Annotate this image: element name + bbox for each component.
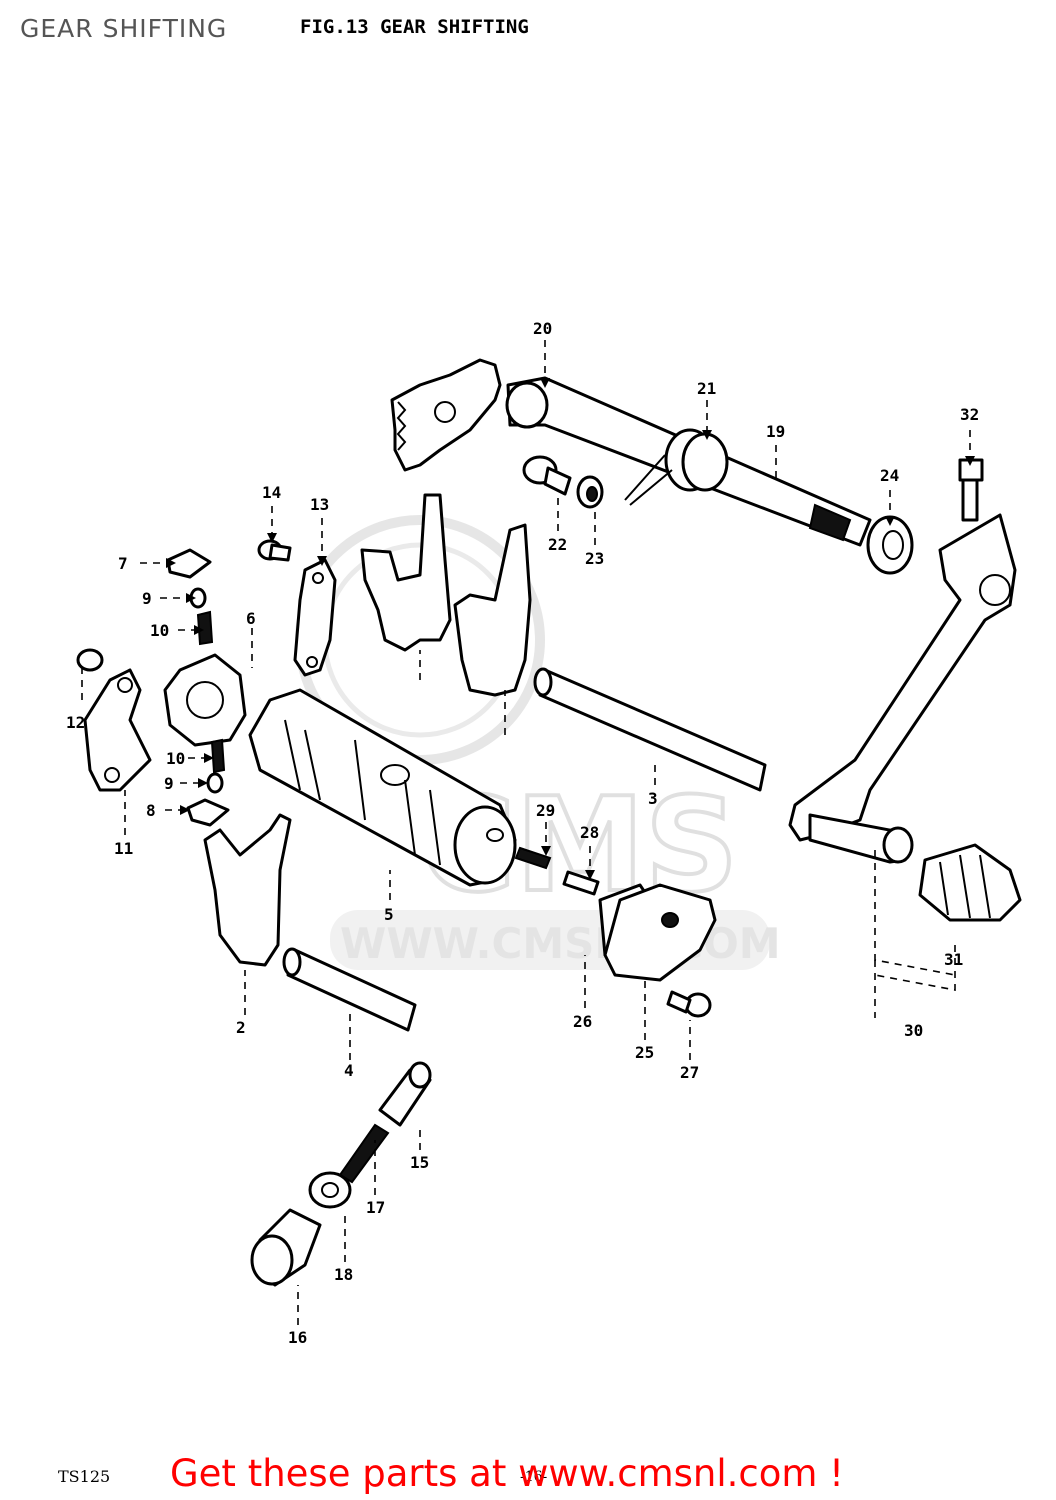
- callout-21: 21: [697, 379, 716, 398]
- callout-2: 2: [236, 1018, 246, 1037]
- callout-25: 25: [635, 1043, 654, 1062]
- callout-17: 17: [366, 1198, 385, 1217]
- part-20-shift-arm: [390, 358, 502, 472]
- callout-20: 20: [533, 319, 552, 338]
- part-7-pawl: [166, 548, 212, 579]
- figure-title: FIG.13 GEAR SHIFTING: [300, 16, 529, 38]
- part-10-spring-bottom: [210, 738, 226, 774]
- callout-22: 22: [548, 535, 567, 554]
- part-8-pawl: [186, 798, 230, 827]
- part-32-bolt: [958, 458, 984, 522]
- callout-28: 28: [580, 823, 599, 842]
- callout-26: 26: [573, 1012, 592, 1031]
- part-9-pin-bottom: [206, 772, 224, 794]
- callout-23: 23: [585, 549, 604, 568]
- part-4-fork-shaft: [282, 947, 417, 1032]
- part-12-bolt: [76, 648, 104, 672]
- callout-18: 18: [334, 1265, 353, 1284]
- part-13-cam-stopper-plate: [293, 558, 337, 677]
- callout-13: 13: [310, 495, 329, 514]
- callout-32: 32: [960, 405, 979, 424]
- part-shift-fork-1: [360, 493, 452, 652]
- callout-4: 4: [344, 1061, 354, 1080]
- part-29-pin: [514, 846, 552, 870]
- part-6-cam-gear: [163, 653, 247, 747]
- callout-27: 27: [680, 1063, 699, 1082]
- part-22-bolt: [522, 455, 572, 496]
- callout-3: 3: [648, 789, 658, 808]
- part-28-pin: [562, 870, 600, 896]
- part-16-plug-bolt: [250, 1208, 322, 1287]
- callout-10-top: 10: [150, 621, 169, 640]
- callout-24: 24: [880, 466, 899, 485]
- callout-5: 5: [384, 905, 394, 924]
- callout-10-bottom: 10: [166, 749, 185, 768]
- part-17-spring: [338, 1123, 390, 1184]
- part-21-return-spring: [624, 428, 729, 506]
- part-2-shift-fork: [203, 813, 292, 967]
- part-25-cover: [603, 883, 717, 982]
- callout-16: 16: [288, 1328, 307, 1347]
- callout-15: 15: [410, 1153, 429, 1172]
- part-31-shift-rubber: [918, 843, 1022, 922]
- callout-29: 29: [536, 801, 555, 820]
- footer-page-number: -16-: [520, 1469, 548, 1485]
- part-shift-fork-2: [453, 523, 532, 697]
- callout-6: 6: [246, 609, 256, 628]
- part-10-spring-top: [196, 610, 214, 646]
- part-18-washer: [308, 1171, 352, 1209]
- leader-lines: [81, 340, 975, 1325]
- footer-model: TS125: [58, 1467, 111, 1486]
- callout-11: 11: [114, 839, 133, 858]
- callout-14: 14: [262, 483, 281, 502]
- part-14-screw: [257, 539, 292, 562]
- part-23-washer: [576, 475, 604, 509]
- callout-9-top: 9: [142, 589, 152, 608]
- watermark-url: WWW.CMSNL.COM: [340, 919, 781, 968]
- part-11-stopper-arm: [83, 668, 152, 792]
- callout-31: 31: [944, 950, 963, 969]
- callout-30: 30: [904, 1021, 923, 1040]
- callout-7: 7: [118, 554, 128, 573]
- callout-19: 19: [766, 422, 785, 441]
- callout-12: 12: [66, 713, 85, 732]
- get-parts-link[interactable]: Get these parts at www.cmsnl.com !: [170, 1452, 845, 1495]
- part-5-shift-cam: [248, 688, 517, 887]
- part-3-fork-shaft: [533, 667, 767, 792]
- callouts: 2 3 4 5 6 7 8 9 9 10 10 11 12 13 14 15 1…: [66, 319, 979, 1347]
- part-27-screw: [666, 990, 712, 1018]
- part-30-shift-lever: [788, 513, 1017, 864]
- callout-8: 8: [146, 801, 156, 820]
- part-15-plunger: [378, 1061, 432, 1127]
- page-title: GEAR SHIFTING: [20, 14, 228, 43]
- callout-9-bottom: 9: [164, 774, 174, 793]
